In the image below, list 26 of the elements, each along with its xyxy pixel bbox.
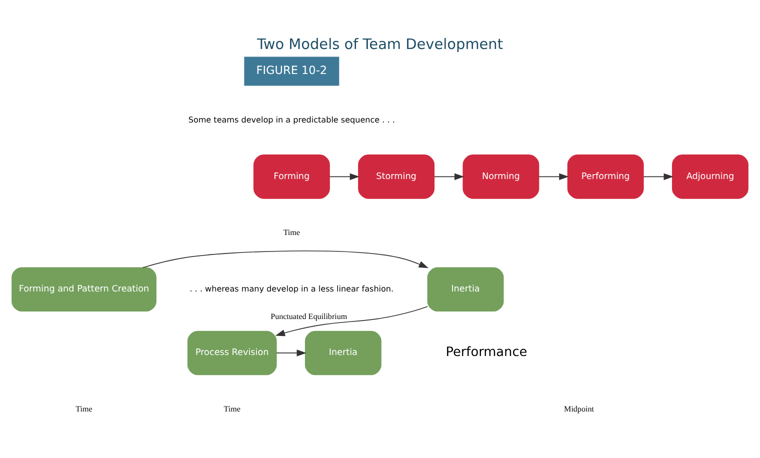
node-box: Forming (253, 154, 330, 199)
arrow (434, 173, 464, 180)
label: . . . whereas many develop in a less linear fashion. (190, 284, 394, 294)
label: Some teams develop in a predictable sequence . . . (188, 115, 395, 124)
node-box: Norming (462, 154, 540, 199)
label: Time (224, 404, 240, 414)
arrow (142, 250, 428, 268)
node-box: Forming and Pattern Creation (12, 267, 156, 312)
node-box: Inertia (304, 330, 382, 376)
arrow (275, 306, 428, 336)
label: Performance (446, 345, 528, 360)
node-box: Performing (567, 154, 644, 199)
node-box: Adjourning (672, 154, 748, 199)
label: FIGURE 10-2 (256, 64, 328, 78)
node-box: Inertia (427, 267, 504, 312)
arrow (538, 173, 569, 180)
label: Time (283, 228, 300, 238)
arrow (329, 173, 360, 180)
node-box: Process Revision (187, 330, 277, 376)
diagram-title: Two Models of Team Development (256, 37, 504, 54)
arrow (643, 173, 674, 180)
edge-label: Punctuated Equilibrium (270, 312, 348, 322)
label: Time (76, 404, 92, 414)
arrow (276, 350, 306, 356)
label: Midpoint (564, 404, 594, 414)
node-box: Storming (358, 154, 435, 199)
